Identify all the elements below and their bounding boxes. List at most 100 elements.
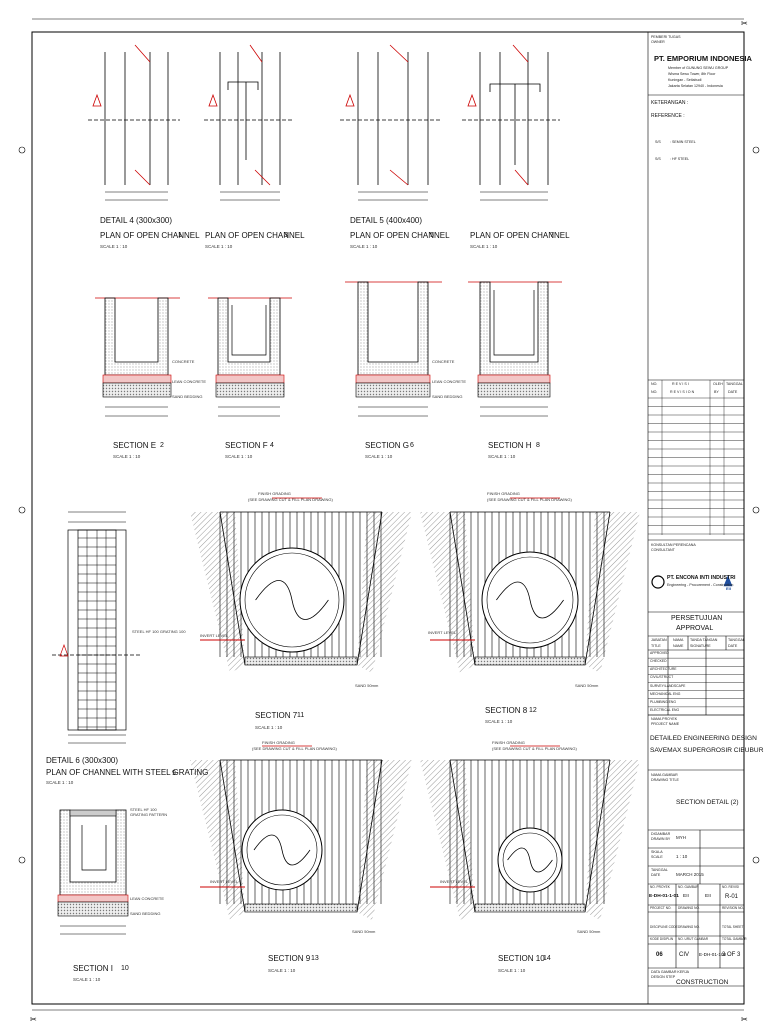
detail6-title: DETAIL 6 (300x300) <box>46 756 119 765</box>
section-7-title: SECTION 7 <box>255 711 298 720</box>
approval-row-label: CHECKED <box>650 659 667 664</box>
section-e-num: 2 <box>160 442 164 449</box>
grating-bars <box>78 530 116 730</box>
section-i-title: SECTION I <box>73 964 114 973</box>
trench <box>190 745 412 920</box>
approval-col-title: TITLE <box>651 644 661 648</box>
approval-col-date: DATE <box>728 644 738 648</box>
grating-plan <box>52 511 140 744</box>
notes-ref1-code: S/S <box>655 140 661 144</box>
company-line1: Member of GUNUNG SEWU GROUP <box>668 66 729 70</box>
sheet-code: E-DH-01-100 <box>699 952 727 957</box>
trench <box>420 745 640 920</box>
section-g <box>345 281 442 417</box>
project-line1: DETAILED ENGINEERING DESIGN <box>650 735 757 742</box>
section-f <box>208 297 292 417</box>
label-lean-g: LEAN CONCRETE <box>432 379 467 384</box>
plan3-num: 3 <box>284 232 288 239</box>
rev-s-rev: R E V I S I O N <box>670 390 695 394</box>
finish-grading-8-sub: (SEE DRAWING CUT & FILL PLAN DRAWING) <box>487 497 572 502</box>
notes-ref2-text: : HF STEEL <box>670 157 690 161</box>
owner-sublabel: OWNER <box>651 40 665 44</box>
h-disiplin: KODE DISIPLIN <box>650 937 674 941</box>
drawn-label: DIGAMBAR <box>651 832 671 836</box>
section-8-num: 12 <box>529 707 537 714</box>
rev-h-no: NO. <box>651 382 658 386</box>
scale-value: 1 : 10 <box>676 854 688 859</box>
approval-row-label: MECHANICAL ENG <box>650 691 681 696</box>
section-10-title: SECTION 10 <box>498 954 545 963</box>
rev-h-rev: R E V I S I <box>672 382 689 386</box>
svg-text:✂: ✂ <box>30 1015 37 1024</box>
eii-logo-icon <box>723 575 733 587</box>
sand50-9: SAND 50mm <box>352 929 376 934</box>
plan-view-1 <box>88 44 180 201</box>
consultant-tagline: Engineering - Procurement - Construction <box>667 583 734 587</box>
label-sand-i: SAND BEDDING <box>130 911 161 916</box>
s-revision-no: REVISION NO. <box>722 906 744 910</box>
section-9-title: SECTION 9 <box>268 954 311 963</box>
section-e-scale: SCALE 1 : 10 <box>113 454 141 459</box>
invert-level-7: INVERT LEVEL <box>200 633 229 638</box>
section-e <box>95 297 180 417</box>
section-f-num: 4 <box>270 442 274 449</box>
label-sand-g: SAND BEDDING <box>432 394 463 399</box>
label-steel-grating: STEEL HF 100 GRATING 100 <box>132 629 186 634</box>
approval-subtitle: APPROVAL <box>676 625 714 632</box>
s-drawing-no: DRAWING NO. <box>678 906 700 910</box>
title-block <box>647 32 744 1004</box>
drawing-sublabel: DRAWING TITLE <box>651 778 679 782</box>
approval-col-name: NAME <box>673 644 684 648</box>
section-i <box>57 809 129 935</box>
approval-row-label: ARCHITECTURE <box>650 667 677 672</box>
plan1-label: PLAN OF OPEN CHANNEL <box>100 231 200 240</box>
finish-grading-10: FINISH GRADING <box>492 740 525 745</box>
section-i-num: 10 <box>121 965 129 972</box>
s-urut: DRAWING NO. <box>678 925 700 929</box>
rev-s-date: DATE <box>728 390 738 394</box>
plan5-scale: SCALE 1 : 10 <box>350 244 378 249</box>
finish-grading-10-sub: (SEE DRAWING CUT & FILL PLAN DRAWING) <box>492 746 577 751</box>
section-g-num: 6 <box>410 442 414 449</box>
notes-keterangan: KETERANGAN : <box>651 100 689 106</box>
revision-table <box>648 380 744 535</box>
svg-text:✂: ✂ <box>741 19 748 28</box>
plan5-num: 5 <box>430 232 434 239</box>
s-disiplin: DISCIPLINE CODE <box>650 925 678 929</box>
section-h-title: SECTION H <box>488 441 532 450</box>
project-number: E-DH-01-1-01 <box>649 894 679 899</box>
approval-title: PERSETUJUAN <box>671 615 723 622</box>
svg-text:✂: ✂ <box>741 1015 748 1024</box>
plan5-label: PLAN OF OPEN CHANNEL <box>350 231 450 240</box>
project-sublabel: PROJECT NAME <box>651 722 680 726</box>
approval-col-jabatan: JABATAN <box>651 638 667 642</box>
section-h-scale: SCALE 1 : 10 <box>488 454 516 459</box>
finish-grading-9-sub: (SEE DRAWING CUT & FILL PLAN DRAWING) <box>252 746 337 751</box>
plan7-num: 7 <box>550 232 554 239</box>
company-line4: Jakarta Selatan 12940 - Indonesia <box>668 84 723 88</box>
label-grating-a: STEEL HF 100 <box>130 807 157 812</box>
consultant-name: PT. ENCONA INTI INDUSTRI <box>667 575 736 581</box>
drawing-title: SECTION DETAIL (2) <box>676 799 739 806</box>
company-line3: Kuningan - Setiabudi <box>668 78 702 82</box>
rev-s-no: NO. <box>651 390 658 394</box>
sand50-8: SAND 50mm <box>575 683 599 688</box>
finish-grading-7-sub: (SEE DRAWING CUT & FILL PLAN DRAWING) <box>248 497 333 502</box>
sheet-num: 06 <box>656 952 663 958</box>
invert-level-8: INVERT LEVEL <box>428 630 457 635</box>
plan3-label: PLAN OF OPEN CHANNEL <box>205 231 305 240</box>
h-no-revisi: NO. REVISI <box>722 885 740 889</box>
discipline-code: CIV <box>679 952 690 958</box>
plan9-num: 9 <box>172 770 176 777</box>
finish-grading-9: FINISH GRADING <box>262 740 295 745</box>
section-10-num: 14 <box>543 955 551 962</box>
revision-number: R-01 <box>725 894 739 900</box>
notes-ref1-text: : SEMIN STEEL <box>670 140 696 144</box>
status-value: CONSTRUCTION <box>676 979 729 986</box>
approval-col-tanda: TANDA TANGAN <box>690 638 718 642</box>
section-8-scale: SCALE 1 : 10 <box>485 719 513 724</box>
section-9-num: 13 <box>311 955 319 962</box>
label-lean-i: LEAN CONCRETE <box>130 896 165 901</box>
detail4-title: DETAIL 4 (300x300) <box>100 216 173 225</box>
rev-h-date: TANGGAL <box>726 382 743 386</box>
